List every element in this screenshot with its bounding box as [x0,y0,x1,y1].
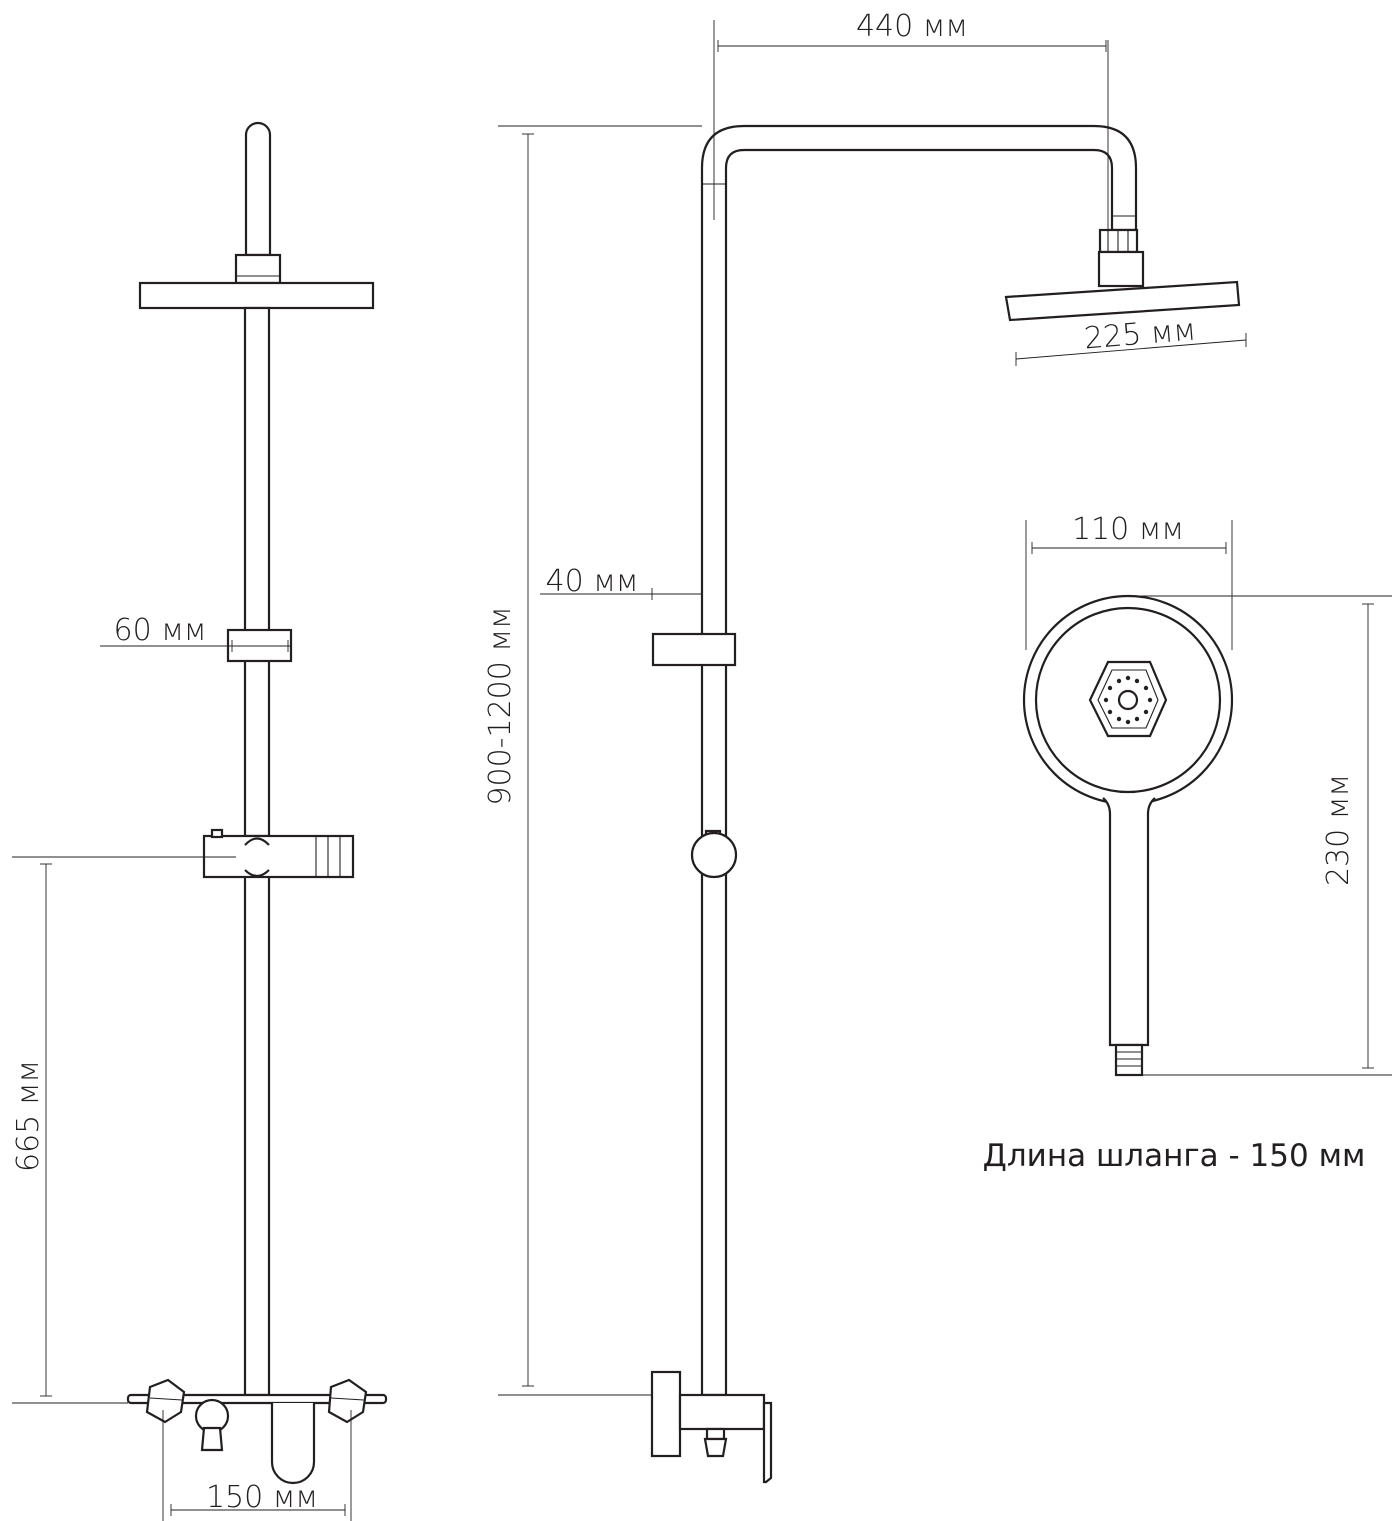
label-hand-shower-length: 230 мм [1321,774,1356,886]
label-hand-shower-width: 110 мм [1072,512,1184,547]
front-left-nut-icon [145,1378,186,1424]
side-mixer-handle [762,1401,773,1484]
side-overhead-connector [1097,250,1145,288]
label-column-height: 900-1200 мм [483,606,518,805]
side-wall-plate [650,1370,682,1458]
side-upper-holder [651,632,737,667]
label-holder-height: 60 мм [114,613,207,648]
hand-shower-handle [1102,797,1156,1047]
side-view [650,124,1241,1484]
hand-shower-thread [1114,1043,1144,1077]
nozzle-holes [1103,675,1153,725]
front-upper-holder [226,628,293,663]
hose-length-note: Длина шланга - 150 мм [983,1138,1366,1174]
side-mixer-body [678,1393,766,1431]
label-overhead-arm-reach: 440 мм [856,9,968,44]
front-overhead-connector [234,253,282,285]
front-mixer-lever [200,1426,224,1452]
front-overhead-shower [138,281,375,310]
label-overhead-shower-diameter: 225 мм [1083,312,1198,356]
front-mixer-plate [126,1393,388,1405]
front-column-lower [243,871,271,1397]
front-right-nut-icon [327,1378,368,1424]
dimension-lines [12,20,1392,1521]
side-slider-ball [690,831,738,879]
front-column-upper [243,306,271,838]
hand-shower-view [1022,594,1234,1077]
front-slider-holder [202,834,355,879]
label-mixer-connection-spacing: 150 мм [206,1480,318,1515]
side-overhead-shower [1004,280,1241,322]
side-mixer-outlet [705,1427,726,1441]
front-top-pipe [244,121,272,257]
label-mixer-to-holder: 665 мм [11,1060,46,1172]
front-spout [270,1403,316,1485]
label-pipe-diameter: 40 мм [546,564,639,599]
dimension-labels: 440 мм 225 мм 110 мм 230 мм 900-1200 мм … [11,9,1365,1515]
front-view [126,121,388,1485]
